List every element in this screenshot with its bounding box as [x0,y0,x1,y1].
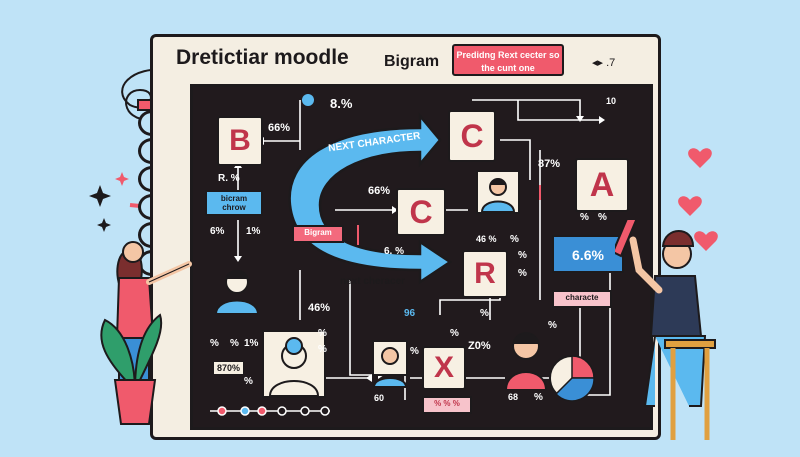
pct-label: 46 % [476,234,497,244]
pct-label: % [244,376,253,387]
pct-label: % [598,212,607,223]
person-icon [262,330,326,398]
pct-label: % [450,328,459,339]
card-c-1: C [448,110,496,162]
person-icon [476,170,520,214]
pct-label: 870% [213,361,245,375]
pct-label: R. % [218,173,240,184]
pct-label: % [548,320,557,331]
pct-label: 6% [210,226,225,237]
pct-label: % [318,344,327,355]
pct-label: % [518,250,527,261]
person-icon [615,220,716,440]
card-a: A [575,158,629,212]
pencil-icon [615,220,638,258]
card-x: X [422,346,466,390]
pct-label: 60 [374,393,385,403]
pct-label: % [510,234,519,245]
next-character-label-2: next cheracer [340,276,406,287]
page-title: Dretictiar moodle [176,46,349,69]
pct-label: 87% [538,158,561,170]
pct-label: 66% [268,122,291,134]
pct-label: % [210,338,219,349]
card-r: R [462,250,508,298]
plant-icon [100,313,163,425]
characte-tag: characte [552,290,612,308]
small-red-tag: % % % [422,396,472,414]
pct-label: % [534,392,543,403]
bigram-chrow-tag: bicram chrow [205,190,263,216]
card-c-2: C [396,188,446,236]
arrows-icon: ◂▸ .7 [592,57,616,69]
pct-label: Z0% [468,340,491,352]
pct-label: % [580,212,589,223]
pct-label: 10 [606,96,617,106]
person-icon [504,332,548,390]
card-b: B [217,116,263,166]
pct-label: 6. % [384,246,405,257]
pct-label: % [518,268,527,279]
bigram-tag: Bigram [292,225,344,243]
pct-label: 1% [246,226,261,237]
pct-label: 1% [244,338,259,349]
sparkle-icon [89,172,129,232]
subtitle-label: Bigram [384,53,440,70]
pct-label: 68 [508,392,519,402]
pct-label: 46% [308,302,331,314]
pct-label: % [410,346,419,357]
heart-icon [678,148,718,251]
pct-label: 66% [368,185,391,197]
progress-dots [210,406,330,416]
pct-label: 8.% [330,96,353,111]
pct-label: % [480,308,489,319]
pct-label: % [318,328,327,339]
banner-label: Predidng Rext cecter so the cunt one [452,44,564,76]
pct-label: 96 [404,308,416,319]
pie-chart-icon [549,355,595,402]
person-icon [214,270,260,314]
value-box: 6.6% [552,235,624,273]
person-icon [372,340,408,388]
pct-label: % [230,338,239,349]
